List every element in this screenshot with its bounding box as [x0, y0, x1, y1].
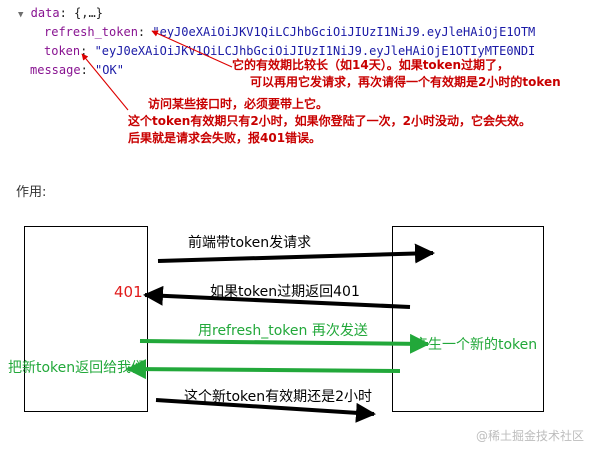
watermark: @稀土掘金技术社区 — [476, 429, 585, 443]
arrow-return-new-token — [126, 359, 401, 380]
section-label: 作用: — [16, 185, 47, 200]
json-root-row[interactable]: ▼ data: {,…} — [18, 6, 103, 20]
expand-triangle-icon[interactable]: ▼ — [18, 10, 24, 20]
arrow-return-401 — [143, 285, 411, 309]
json-key-refresh-token: refresh_token — [44, 25, 138, 39]
refresh-token-note: 它的有效期比较长（如14天）。如果token过期了， 可以再用它发请求，再次请得… — [232, 58, 561, 89]
arrow-send-refresh-token — [139, 333, 430, 354]
msg-send-refresh-token: 用refresh_token 再次发送 — [198, 323, 368, 339]
json-key-message: message — [30, 63, 81, 77]
arrow-request-with-token — [157, 243, 435, 264]
msg-return-401: 如果token过期返回401 — [210, 284, 360, 300]
json-key-token: token — [44, 44, 81, 58]
label-new-token-generated: 产生一个新的token — [414, 337, 538, 353]
msg-request-with-token: 前端带token发请求 — [188, 235, 312, 251]
json-value-refresh-token: "eyJ0eXAiOiJKV1QiLCJhbGciOiJIUzI1NiJ9.ey… — [152, 25, 536, 39]
json-root-preview: {,…} — [74, 6, 103, 20]
json-field-refresh-token: refresh_token: "eyJ0eXAiOiJKV1QiLCJhbGci… — [44, 25, 536, 39]
client-box — [24, 226, 148, 412]
label-401: 401 — [114, 283, 143, 301]
server-box — [392, 226, 544, 412]
json-value-message: "OK" — [95, 63, 124, 77]
refresh-token-pointer — [151, 30, 233, 68]
token-note: 访问某些接口时，必须要带上它。 这个token有效期只有2小时，如果你登陆了一次… — [128, 97, 532, 145]
arrow-new-token-2h — [155, 398, 376, 423]
token-pointer — [81, 53, 129, 111]
msg-new-token-2h: 这个新token有效期还是2小时 — [184, 389, 373, 405]
json-field-message: message: "OK" — [30, 63, 124, 77]
json-root-key: data — [30, 6, 60, 20]
label-new-token-returned: 把新token返回给我们 — [8, 360, 146, 376]
